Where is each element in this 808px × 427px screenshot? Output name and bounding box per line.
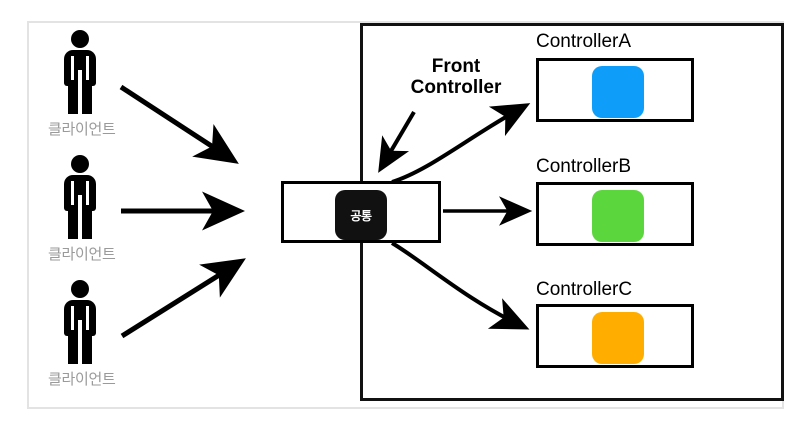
- person-arm-gap-left: [71, 181, 74, 211]
- client-1: 클라이언트: [48, 30, 158, 139]
- front-controller-annotation: Front Controller: [396, 56, 516, 99]
- person-icon: [64, 30, 96, 114]
- controller-b-box: [536, 182, 694, 246]
- client-2: 클라이언트: [48, 155, 158, 264]
- front-controller-box: 공통: [281, 181, 441, 243]
- controller-c-chip: [592, 312, 644, 364]
- controller-a-box: [536, 58, 694, 122]
- person-leg-gap: [78, 195, 82, 239]
- controller-b-chip: [592, 190, 644, 242]
- controller-c-title: ControllerC: [536, 279, 633, 300]
- client-label: 클라이언트: [48, 120, 116, 138]
- front-controller-annotation-line2: Controller: [410, 77, 502, 99]
- controller-c-box: [536, 304, 694, 368]
- common-chip: 공통: [335, 190, 387, 240]
- person-arm-gap-left: [71, 306, 74, 336]
- person-arm-gap-left: [71, 56, 74, 86]
- client-label: 클라이언트: [48, 370, 116, 388]
- person-leg-gap: [78, 320, 82, 364]
- person-head-icon: [71, 280, 89, 298]
- person-arm-gap-right: [86, 181, 89, 211]
- person-arm-gap-right: [86, 306, 89, 336]
- client-label: 클라이언트: [48, 245, 116, 263]
- person-icon: [64, 155, 96, 239]
- front-controller-annotation-line1: Front: [431, 56, 481, 77]
- common-chip-label: 공통: [350, 208, 372, 223]
- person-head-icon: [71, 155, 89, 173]
- person-arm-gap-right: [86, 56, 89, 86]
- person-icon: [64, 280, 96, 364]
- controller-b-title: ControllerB: [536, 156, 632, 177]
- person-leg-gap: [78, 70, 82, 114]
- person-head-icon: [71, 30, 89, 48]
- client-3: 클라이언트: [48, 280, 158, 389]
- controller-a-title: ControllerA: [536, 31, 632, 52]
- controller-a-chip: [592, 66, 644, 118]
